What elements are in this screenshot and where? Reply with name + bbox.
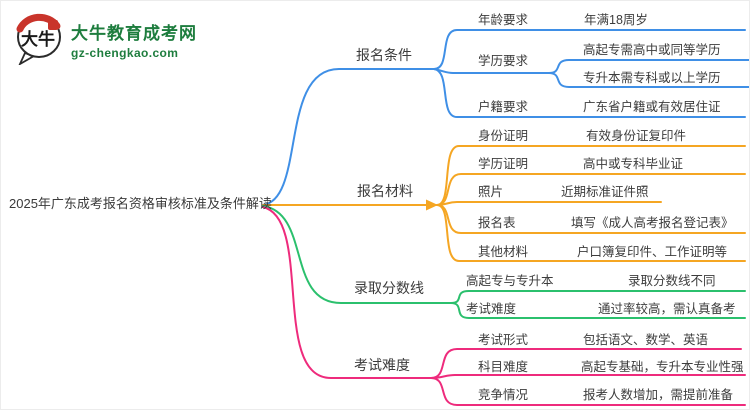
leaf-fenshuxian-butong[interactable]: 录取分数线不同 <box>628 274 716 288</box>
branch-baoming-cailiao[interactable]: 报名材料 <box>357 183 413 199</box>
node-kaoshi-nandu-green[interactable]: 考试难度 <box>466 302 517 316</box>
leaf-dengjibiao[interactable]: 填写《成人高考报名登记表》 <box>571 216 734 230</box>
node-baomingbiao[interactable]: 报名表 <box>478 216 516 230</box>
leaf-yuwen-shuxue-yingyu[interactable]: 包括语文、数学、英语 <box>583 333 709 347</box>
node-huji-yaoqiu[interactable]: 户籍要求 <box>478 100 529 114</box>
branch-luqu-fenshuxian[interactable]: 录取分数线 <box>354 280 424 296</box>
leaf-renshu-zengjia[interactable]: 报考人数增加，需提前准备 <box>583 388 734 402</box>
leaf-nianman-18[interactable]: 年满18周岁 <box>584 13 648 27</box>
leaf-guangdong-huji[interactable]: 广东省户籍或有效居住证 <box>583 100 721 114</box>
site-name: 大牛教育成考网 <box>71 24 197 43</box>
leaf-zhengjianzhao[interactable]: 近期标准证件照 <box>561 185 649 199</box>
svg-text:大牛: 大牛 <box>21 29 55 49</box>
node-kemu-nandu[interactable]: 科目难度 <box>478 360 529 374</box>
line-qita-cailiao <box>436 204 746 262</box>
line-kemu-nandu <box>430 374 746 379</box>
node-gaoqizhuan-zhuanshengben[interactable]: 高起专与专升本 <box>466 274 554 288</box>
daniu-logo-icon: 大牛 <box>16 13 61 65</box>
leaf-gaoqizhuan-xueli[interactable]: 高起专需高中或同等学历 <box>583 43 721 57</box>
leaf-zhuanshengben-xueli[interactable]: 专升本需专科或以上学历 <box>583 71 721 85</box>
leaf-biyezheng[interactable]: 高中或专科毕业证 <box>583 157 684 171</box>
line-kaoshi-nandu-green <box>450 302 746 319</box>
branch-line-luqu-fenshuxian <box>262 205 452 304</box>
branch-line-kaoshi-nandu <box>262 206 432 379</box>
node-jingzheng-qingkuang[interactable]: 竞争情况 <box>478 388 529 402</box>
node-qita-cailiao[interactable]: 其他材料 <box>478 245 529 259</box>
line-zhaopian <box>436 201 662 206</box>
site-logo[interactable]: 大牛 大牛教育成考网 gz-chengkao.com <box>15 11 197 65</box>
node-shenfen-zhengming[interactable]: 身份证明 <box>478 129 529 143</box>
branch-line-baoming-tiaojian <box>262 68 435 206</box>
line-shenfen-zhengming <box>436 145 746 206</box>
leaf-shenfenzheng-fuyinjian[interactable]: 有效身份证复印件 <box>586 129 687 143</box>
line-xueli-yaoqiu <box>433 68 550 74</box>
leaf-tongguolv[interactable]: 通过率较高，需认真备考 <box>598 302 736 316</box>
site-domain: gz-chengkao.com <box>71 46 179 60</box>
node-kaoshi-xingshi[interactable]: 考试形式 <box>478 333 529 347</box>
line-huji-yaoqiu <box>433 68 746 118</box>
line-nianling-yaoqiu <box>433 29 746 70</box>
branch-kaoshi-nandu[interactable]: 考试难度 <box>354 357 410 373</box>
branch-baoming-tiaojian[interactable]: 报名条件 <box>356 47 412 63</box>
leaf-jichu-zhuanyexing[interactable]: 高起专基础，专升本专业性强 <box>581 360 744 374</box>
node-nianling-yaoqiu[interactable]: 年龄要求 <box>478 13 529 27</box>
node-zhaopian[interactable]: 照片 <box>478 185 504 199</box>
node-xueli-yaoqiu[interactable]: 学历要求 <box>478 54 529 68</box>
leaf-hukoubu[interactable]: 户口簿复印件、工作证明等 <box>577 245 728 259</box>
central-topic[interactable]: 2025年广东成考报名资格审核标准及条件解读 <box>9 196 272 211</box>
line-jingzheng-qingkuang <box>430 377 746 406</box>
arrow-icon <box>426 199 438 211</box>
node-xueli-zhengming[interactable]: 学历证明 <box>478 157 529 171</box>
line-zhuanshengben-xueli <box>548 72 749 88</box>
